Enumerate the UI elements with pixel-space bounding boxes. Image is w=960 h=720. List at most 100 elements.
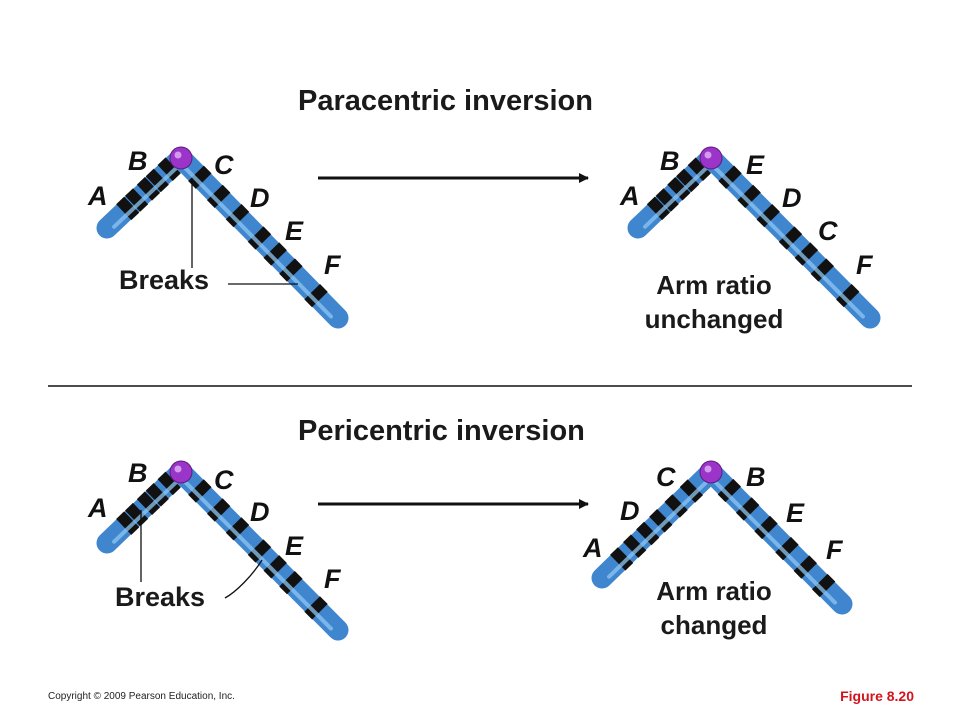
chromosome-long-arm <box>170 147 349 329</box>
label-b: B <box>128 458 148 488</box>
chromosome-band <box>735 497 760 521</box>
label-d: D <box>250 183 270 213</box>
copyright-notice: Copyright © 2009 Pearson Education, Inc. <box>48 691 235 702</box>
chromosome-band <box>125 188 149 212</box>
pericentric-original-chromosome <box>96 460 349 641</box>
label-a: A <box>87 181 108 211</box>
chromosome-band <box>646 196 671 221</box>
chromosome-band <box>775 536 799 561</box>
chromosome-band <box>188 165 212 189</box>
chromosome-band <box>207 498 231 522</box>
chromosome-band <box>667 177 691 201</box>
chromosome-band <box>836 283 860 308</box>
centromere <box>699 460 723 484</box>
chromosome-band <box>679 479 703 503</box>
chromosome-band <box>811 573 836 598</box>
chromosome-short-arm <box>627 147 722 239</box>
chromosome-band <box>225 517 250 541</box>
chromosome-band <box>649 509 673 533</box>
chromosome-band <box>717 478 742 503</box>
chromosome-band <box>737 184 761 209</box>
chromosome-short-arm <box>96 147 192 239</box>
chromosome-band <box>157 471 181 496</box>
label-e: E <box>285 216 304 246</box>
chromosome-band <box>610 547 634 571</box>
chromosome-short-arm <box>96 461 192 554</box>
chromosome-band <box>225 203 250 228</box>
label-b: B <box>746 462 766 492</box>
chromosome-band <box>145 482 169 507</box>
chromosome-band <box>756 203 780 228</box>
label-d: D <box>250 497 270 527</box>
label-a: A <box>582 533 603 563</box>
centromere <box>169 460 193 484</box>
label-f: F <box>856 250 874 280</box>
chromosome-band <box>145 168 169 193</box>
chromosome-long-arm <box>170 461 349 641</box>
centromere <box>169 146 193 170</box>
pericentric-result-line-2: changed <box>661 610 768 640</box>
label-b: B <box>128 146 148 176</box>
label-d: D <box>620 496 640 526</box>
chromosome-band <box>794 242 819 266</box>
chromosome-band <box>676 168 700 193</box>
chromosome-band <box>810 258 834 282</box>
label-d: D <box>782 183 802 213</box>
label-c: C <box>656 462 676 492</box>
figure-label: Figure 8.20 <box>840 688 914 704</box>
chromosome-band <box>754 515 778 540</box>
pericentric-inverted-chromosome <box>591 460 853 615</box>
chromosome-short-arm <box>591 461 722 589</box>
chromosome-band <box>718 165 742 189</box>
label-f: F <box>324 250 342 280</box>
label-b: B <box>660 146 680 176</box>
label-e: E <box>786 498 805 528</box>
paracentric-original-chromosome <box>96 146 349 329</box>
chromosome-band <box>279 258 303 282</box>
label-c: C <box>214 465 234 495</box>
chromosome-band <box>304 596 328 620</box>
chromosome-long-arm <box>700 461 853 615</box>
chromosome-band <box>116 511 140 535</box>
label-c: C <box>818 216 838 246</box>
chromosome-band <box>116 196 140 221</box>
label-c: C <box>214 150 234 180</box>
chromosome-band <box>136 491 161 515</box>
chromosome-band <box>778 226 803 250</box>
chromosome-band <box>125 502 149 527</box>
chromosome-band <box>793 555 818 579</box>
chromosome-band <box>188 479 212 503</box>
chromosome-band <box>247 539 272 563</box>
label-f: F <box>324 564 342 594</box>
chromosome-band <box>263 555 287 579</box>
chromosome-band <box>636 521 660 546</box>
label-e: E <box>285 531 304 561</box>
chromosome-band <box>655 188 679 212</box>
paracentric-result-line-2: unchanged <box>645 304 784 334</box>
pericentric-title: Pericentric inversion <box>298 415 585 447</box>
paracentric-breaks-label: Breaks <box>119 265 209 295</box>
chromosome-band <box>136 177 160 201</box>
label-a: A <box>87 493 108 523</box>
paracentric-result-line-1: Arm ratio <box>656 270 772 300</box>
chromosome-band <box>279 570 303 595</box>
chromosome-band <box>304 283 328 308</box>
label-f: F <box>826 535 844 565</box>
paracentric-title: Paracentric inversion <box>298 85 593 117</box>
paracentric-inverted-chromosome <box>627 146 881 329</box>
chromosome-long-arm <box>700 147 881 329</box>
pericentric-result-line-1: Arm ratio <box>656 576 772 606</box>
paracentric-break-pointers <box>191 178 298 285</box>
chromosome-band <box>687 157 711 181</box>
pericentric-break-pointers <box>140 510 263 599</box>
chromosome-band <box>623 534 647 558</box>
chromosome-band <box>263 242 287 266</box>
label-a: A <box>619 181 640 211</box>
chromosome-band <box>664 494 688 518</box>
chromosome-band <box>206 184 231 209</box>
label-e: E <box>746 150 765 180</box>
pericentric-breaks-label: Breaks <box>115 582 205 612</box>
chromosome-band <box>157 157 181 181</box>
